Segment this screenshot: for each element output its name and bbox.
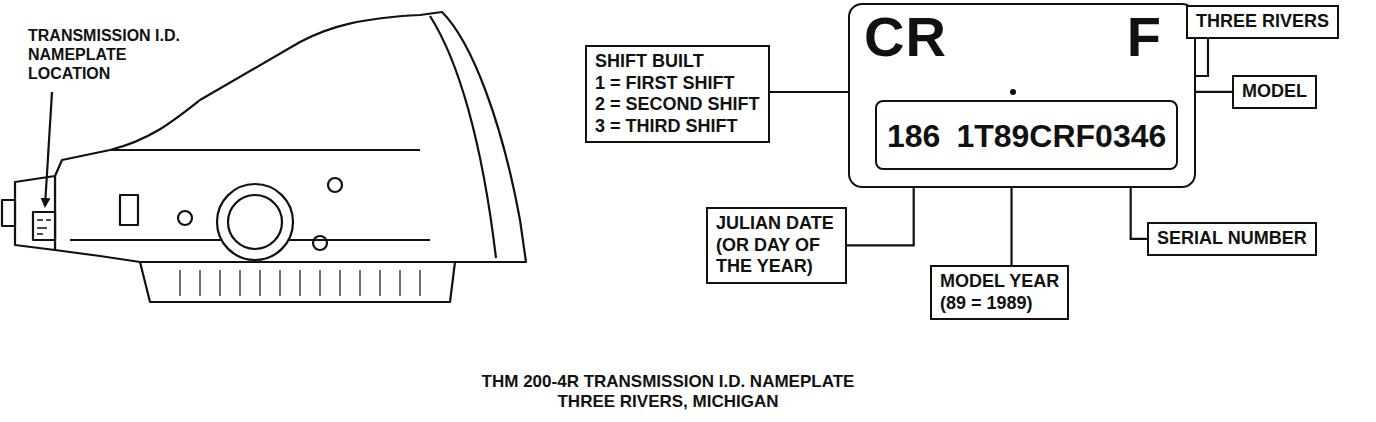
servo-cover-inner — [228, 195, 282, 249]
callout-text: (89 = 1989) — [940, 293, 1059, 315]
servo-cover — [217, 184, 293, 260]
oil-pan — [140, 262, 455, 302]
callout-text: SERIAL NUMBER — [1157, 228, 1307, 250]
bellhousing-edge — [430, 16, 496, 258]
location-arrow — [45, 92, 52, 206]
plate-marks — [37, 220, 51, 234]
callout-box: SERIAL NUMBER — [1147, 222, 1317, 256]
callout-box: MODEL — [1232, 75, 1317, 109]
plate-dot — [1010, 89, 1016, 95]
output-shaft — [2, 200, 15, 226]
callout-box: JULIAN DATE (OR DAY OF THE YEAR) — [706, 207, 847, 284]
pan-ribs — [180, 270, 420, 296]
callout-text: SHIFT BUILT — [595, 51, 760, 73]
callout-text: 1 = FIRST SHIFT — [595, 73, 760, 95]
tail-housing — [15, 176, 55, 250]
callout-text: THREE RIVERS — [1196, 11, 1329, 33]
speedo-boss — [120, 195, 138, 225]
plate-code: F — [1127, 9, 1162, 65]
bolt — [313, 236, 327, 250]
callout-text: 2 = SECOND SHIFT — [595, 94, 760, 116]
location-label: TRANSMISSION I.D. NAMEPLATE LOCATION — [28, 26, 184, 84]
callout-text: MODEL — [1242, 81, 1307, 103]
plate-code: CR — [864, 9, 947, 65]
callout-text: MODEL YEAR — [940, 271, 1059, 293]
bolt — [178, 211, 192, 225]
id-nameplate: CR F 186 1T89CRF0346 — [848, 3, 1196, 188]
callout-box: MODEL YEAR(89 = 1989) — [930, 265, 1069, 320]
bolt — [328, 178, 342, 192]
code-digits: 1T89CRF0346 — [956, 120, 1166, 152]
figure-caption: THM 200-4R TRANSMISSION I.D. NAMEPLATE T… — [480, 372, 856, 413]
callout-text: JULIAN DATE (OR DAY OF THE YEAR) — [716, 213, 837, 278]
code-field: 186 1T89CRF0346 — [875, 100, 1178, 170]
code-digits: 186 — [887, 120, 940, 152]
callout-text: 3 = THIRD SHIFT — [595, 116, 760, 138]
callout-box: THREE RIVERS — [1186, 5, 1339, 39]
callout-box: SHIFT BUILT1 = FIRST SHIFT2 = SECOND SHI… — [585, 45, 770, 143]
id-nameplate — [33, 212, 55, 240]
